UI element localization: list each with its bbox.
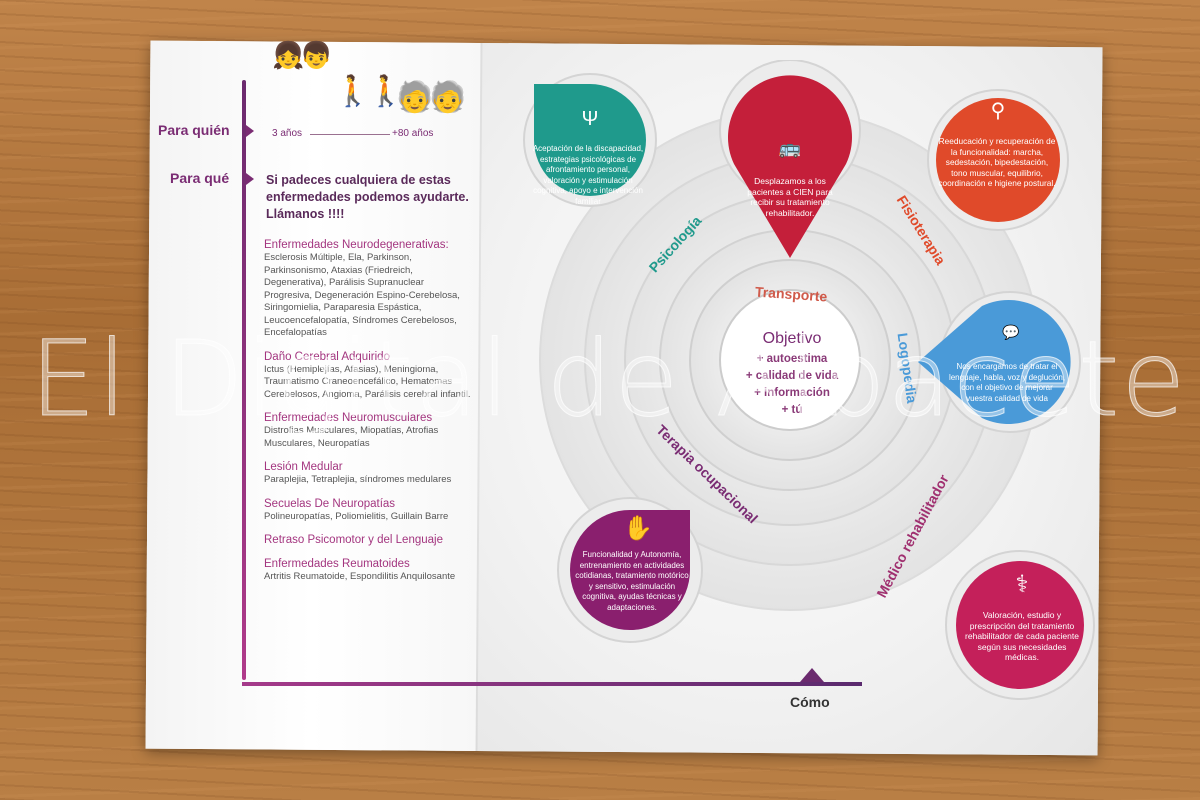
disease-list: Enfermedades Neurodegenerativas:Escleros… xyxy=(264,228,474,584)
disease-title: Enfermedades Reumatoides xyxy=(264,558,410,570)
disease-body: Artritis Reumatoide, Espondilitis Anquil… xyxy=(264,571,456,582)
intro-text: Si padeces cualquiera de estas enfermeda… xyxy=(266,173,469,221)
disease-title: Retraso Psicomotor y del Lenguaje xyxy=(264,534,443,546)
for-what-marker xyxy=(246,173,254,185)
bubble-fisioterapia xyxy=(927,89,1069,231)
psicologia-text: Aceptación de la discapacidad, estrategi… xyxy=(532,144,644,206)
bubble-transporte xyxy=(719,60,861,258)
age-min: 3 años xyxy=(272,128,303,139)
timeline-bottom-line xyxy=(242,682,862,686)
terapia-text: Funcionalidad y Autonomía, entrenamiento… xyxy=(575,550,689,612)
for-whom-marker xyxy=(246,125,254,137)
objective-line-3: + información xyxy=(754,387,830,399)
age-range-line xyxy=(310,134,390,135)
how-marker xyxy=(800,668,824,682)
logopedia-text: Nos encargamos de tratar el lenguaje, ha… xyxy=(948,362,1066,403)
fisioterapia-text: Reeducación y recuperación de la funcion… xyxy=(938,136,1056,188)
objective-title: Objetivo xyxy=(762,330,822,347)
objective-center: Objetivo + autoestima + calidad de vida … xyxy=(728,330,856,419)
objective-line-1: + autoestima xyxy=(756,353,828,365)
ring-center xyxy=(719,289,861,431)
how-label: Cómo xyxy=(790,694,830,710)
objective-line-2: + calidad de vida xyxy=(745,370,839,382)
bubble-logopedia xyxy=(918,291,1081,433)
psi-icon: Ψ xyxy=(581,108,599,130)
bubble-terapia xyxy=(557,497,703,643)
children-figures-icon: 👧👦 xyxy=(272,40,333,70)
disease-body: Distrofias Musculares, Miopatías, Atrofi… xyxy=(264,425,439,449)
for-what-label: Para qué xyxy=(170,170,230,186)
age-max: +80 años xyxy=(392,128,434,139)
disease-title: Lesión Medular xyxy=(264,461,343,473)
disease-title: Enfermedades Neuromusculares xyxy=(264,412,433,424)
hand-icon: ✋ xyxy=(623,515,653,542)
watermark: El Digital de Albacete xyxy=(29,318,1188,441)
disease-title: Daño Cerebral Adquirido xyxy=(264,350,390,363)
disease-title: Enfermedades Neurodegenerativas: xyxy=(264,239,449,251)
bubble-psicologia xyxy=(523,73,657,207)
for-whom-label: Para quién xyxy=(158,122,230,138)
disease-body: Ictus (Hemiplejías, Afasias), Meningioma… xyxy=(264,363,471,400)
speech-bubble-icon: 💬 xyxy=(1002,324,1020,340)
disease-body: Polineuropatías, Poliomielitis, Guillain… xyxy=(264,510,449,522)
disease-title: Secuelas De Neuropatías xyxy=(264,497,396,510)
disease-body: Esclerosis Múltiple, Ela, Parkinson, Par… xyxy=(264,252,460,338)
disease-body: Paraplejia, Tetraplejia, síndromes medul… xyxy=(264,474,452,485)
bus-icon: 🚌 xyxy=(778,138,802,158)
timeline-vertical-line xyxy=(242,80,246,680)
medico-text: Valoración, estudio y prescripción del t… xyxy=(965,610,1079,662)
fisioterapia-icon: ⚲ xyxy=(990,100,1006,122)
bubble-medico xyxy=(945,550,1095,700)
rings-diagram xyxy=(523,60,1095,700)
transporte-text: Desplazamos a los pacientes a CIEN para … xyxy=(747,176,833,218)
caduceus-icon: ⚕ xyxy=(1015,571,1029,598)
objective-line-4: + tú xyxy=(781,404,803,416)
adults-figures-icon: 🚶🚶 xyxy=(334,75,405,108)
elderly-figures-icon: 🧓🧓 xyxy=(396,81,467,114)
